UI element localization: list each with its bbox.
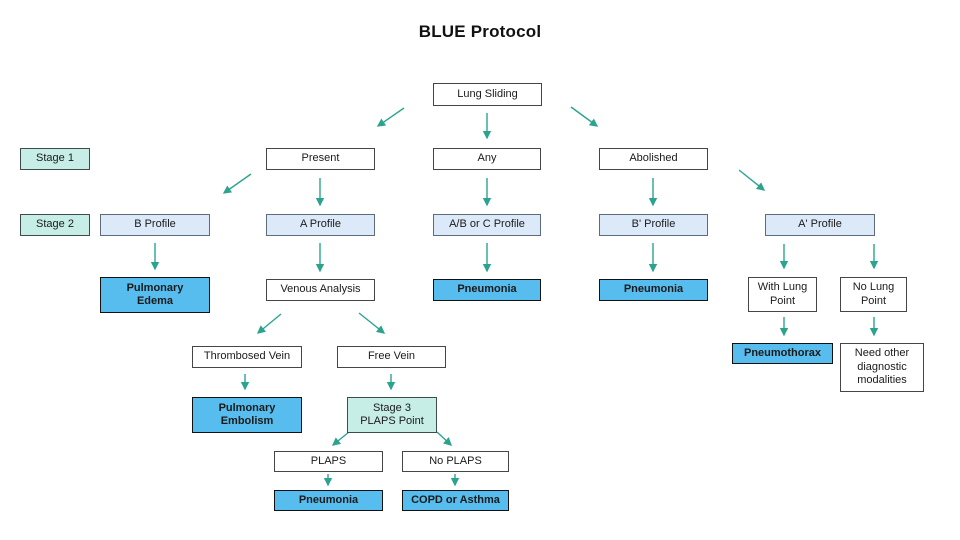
node-venous-analysis: Venous Analysis — [266, 279, 375, 301]
arrow-venous-thrombosedvein — [256, 313, 282, 334]
arrow-venous-freevein — [358, 312, 386, 334]
node-present: Present — [266, 148, 375, 170]
node-any: Any — [433, 148, 541, 170]
node-stage3-plaps-point: Stage 3 PLAPS Point — [347, 397, 437, 433]
arrow-lungsliding-present — [376, 107, 405, 127]
node-abolished: Abolished — [599, 148, 708, 170]
node-b-profile: B Profile — [100, 214, 210, 236]
node-pulmonary-edema: Pulmonary Edema — [100, 277, 210, 313]
node-ab-c-profile: A/B or C Profile — [433, 214, 541, 236]
page-title: BLUE Protocol — [418, 22, 542, 41]
node-no-lung-point: No Lung Point — [840, 277, 907, 312]
node-with-lung-point: With Lung Point — [748, 277, 817, 312]
label-stage-1: Stage 1 — [20, 148, 90, 170]
node-copd-or-asthma: COPD or Asthma — [402, 490, 509, 511]
node-a-profile: A Profile — [266, 214, 375, 236]
node-thrombosed-vein: Thrombosed Vein — [192, 346, 302, 368]
node-pneumothorax: Pneumothorax — [732, 343, 833, 364]
node-lung-sliding: Lung Sliding — [433, 83, 542, 106]
arrow-abolished-aprimeprofile — [738, 169, 766, 191]
node-b-prime-profile: B' Profile — [599, 214, 708, 236]
arrow-lungsliding-abolished — [570, 106, 599, 127]
node-no-plaps: No PLAPS — [402, 451, 509, 472]
node-pneumonia-abc: Pneumonia — [433, 279, 541, 301]
node-a-prime-profile: A' Profile — [765, 214, 875, 236]
node-need-other-modalities: Need other diagnostic modalities — [840, 343, 924, 392]
label-stage-2: Stage 2 — [20, 214, 90, 236]
arrow-stage3-plaps — [331, 431, 350, 446]
arrow-stage3-noplaps — [436, 431, 453, 446]
arrow-present-bprofile — [222, 173, 252, 194]
node-pulmonary-embolism: Pulmonary Embolism — [192, 397, 302, 433]
node-free-vein: Free Vein — [337, 346, 446, 368]
node-plaps: PLAPS — [274, 451, 383, 472]
node-pneumonia-plaps: Pneumonia — [274, 490, 383, 511]
node-pneumonia-b-prime: Pneumonia — [599, 279, 708, 301]
